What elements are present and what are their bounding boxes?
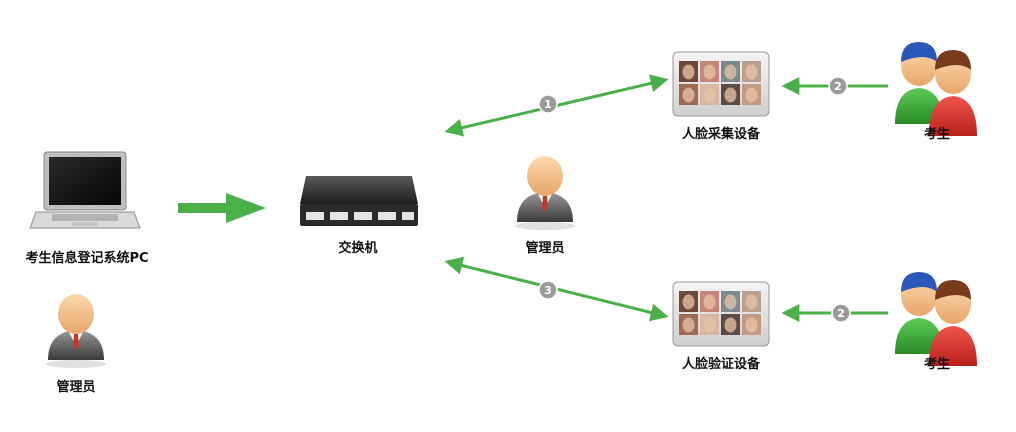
examinee-bottom-label: 考生 — [923, 357, 951, 372]
svg-text:3: 3 — [544, 284, 552, 297]
step-badge-2-top: 2 — [828, 76, 848, 96]
face-verify-label: 人脸验证设备 — [681, 357, 761, 372]
face-shape — [745, 64, 758, 80]
face-capture-label: 人脸采集设备 — [681, 127, 761, 142]
step-badge-3: 3 — [538, 280, 558, 300]
face-shape — [745, 87, 758, 103]
examinee-top-icon — [895, 42, 977, 136]
svg-text:2: 2 — [834, 80, 842, 93]
admin-left-icon — [46, 294, 106, 368]
face-shape — [703, 317, 716, 333]
svg-text:1: 1 — [544, 98, 552, 111]
admin-center-label: 管理员 — [525, 241, 565, 256]
switch-icon — [300, 176, 418, 226]
face-capture-device-icon — [672, 51, 770, 117]
examinee-bottom-icon — [895, 272, 977, 366]
face-shape — [724, 87, 737, 103]
laptop-icon — [29, 151, 141, 229]
svg-text:2: 2 — [837, 307, 845, 320]
face-verify-device-icon — [672, 281, 770, 347]
face-shape — [724, 294, 737, 310]
pc-label: 考生信息登记系统PC — [25, 251, 149, 266]
switch-label: 交换机 — [338, 241, 378, 256]
examinee-top-label: 考生 — [923, 127, 951, 142]
face-shape — [682, 87, 695, 103]
face-shape — [682, 64, 695, 80]
admin-center-icon — [515, 156, 575, 230]
face-shape — [682, 317, 695, 333]
face-shape — [703, 64, 716, 80]
face-shape — [703, 87, 716, 103]
step-badge-2-bottom: 2 — [831, 303, 851, 323]
face-shape — [745, 317, 758, 333]
face-shape — [745, 294, 758, 310]
face-shape — [682, 294, 695, 310]
face-shape — [724, 317, 737, 333]
step-badge-1: 1 — [538, 94, 558, 114]
face-shape — [703, 294, 716, 310]
big-arrow-icon — [178, 193, 266, 223]
face-shape — [724, 64, 737, 80]
admin-left-label: 管理员 — [56, 380, 96, 395]
